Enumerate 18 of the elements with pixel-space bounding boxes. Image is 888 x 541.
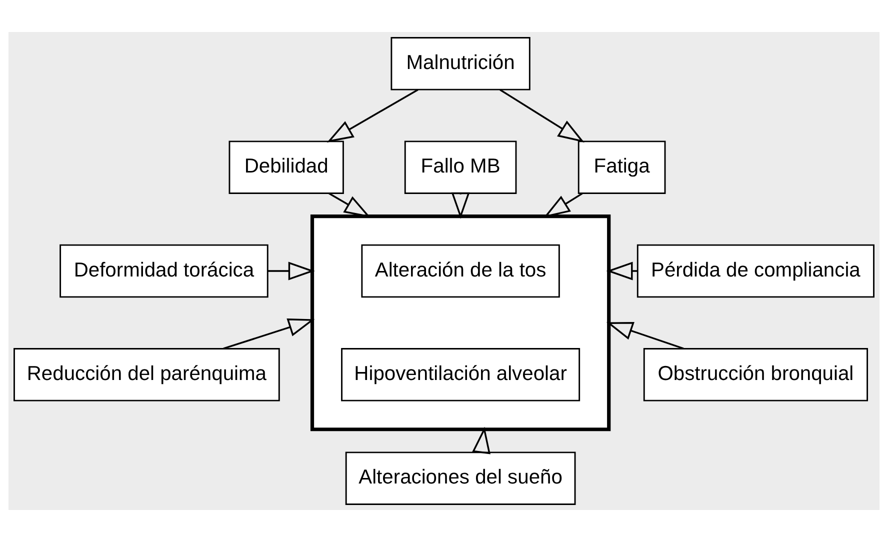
node-box: Reducción del parénquima (14, 348, 280, 401)
node-box: Deformidad torácica (60, 244, 268, 298)
node-box: Obstrucción bronquial (643, 348, 868, 401)
cluster (310, 214, 611, 431)
node-box: Fatiga (578, 140, 666, 194)
arrow (328, 192, 371, 218)
arrow (544, 192, 583, 218)
arrow (500, 88, 584, 142)
node-box: Malnutrición (390, 36, 530, 90)
node-box: Alteración de la tos (361, 244, 560, 298)
node-box: Debilidad (228, 140, 344, 194)
arrow (223, 318, 315, 349)
arrow (606, 261, 638, 280)
arrow (268, 261, 315, 280)
arrow (606, 322, 684, 349)
arrow (326, 88, 418, 142)
node-box: Hipoventilación alveolar (341, 348, 580, 401)
node-box: Pérdida de compliancia (636, 244, 874, 298)
